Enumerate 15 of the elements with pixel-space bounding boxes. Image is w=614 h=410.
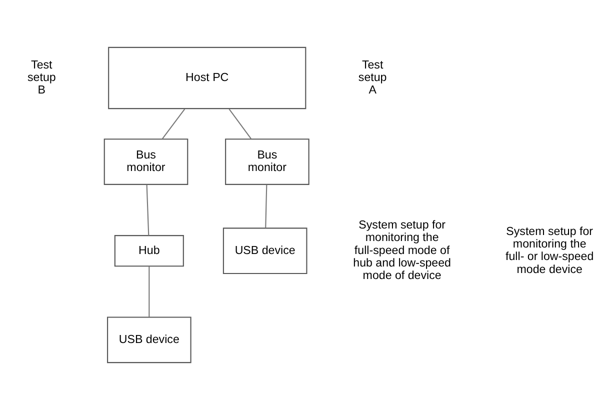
node-box: Host PC — [108, 46, 306, 110]
connector — [228, 108, 251, 140]
connector — [148, 266, 150, 317]
connector — [162, 108, 185, 140]
node-box: Bus monitor — [224, 138, 309, 185]
node-box: USB device — [106, 316, 191, 364]
label: System setup for monitoring the full-speed mode of hub and low-speed mode of device — [352, 220, 451, 282]
node-box: Bus monitor — [103, 138, 188, 185]
node-box: USB device — [222, 228, 307, 274]
label: Test setup A — [358, 59, 386, 97]
connector — [264, 184, 267, 228]
node-box: Hub — [114, 235, 184, 267]
connector — [146, 184, 149, 236]
label: Test setup B — [27, 59, 56, 97]
label: System setup for monitoring the full- or low-speed mode device — [505, 226, 594, 276]
